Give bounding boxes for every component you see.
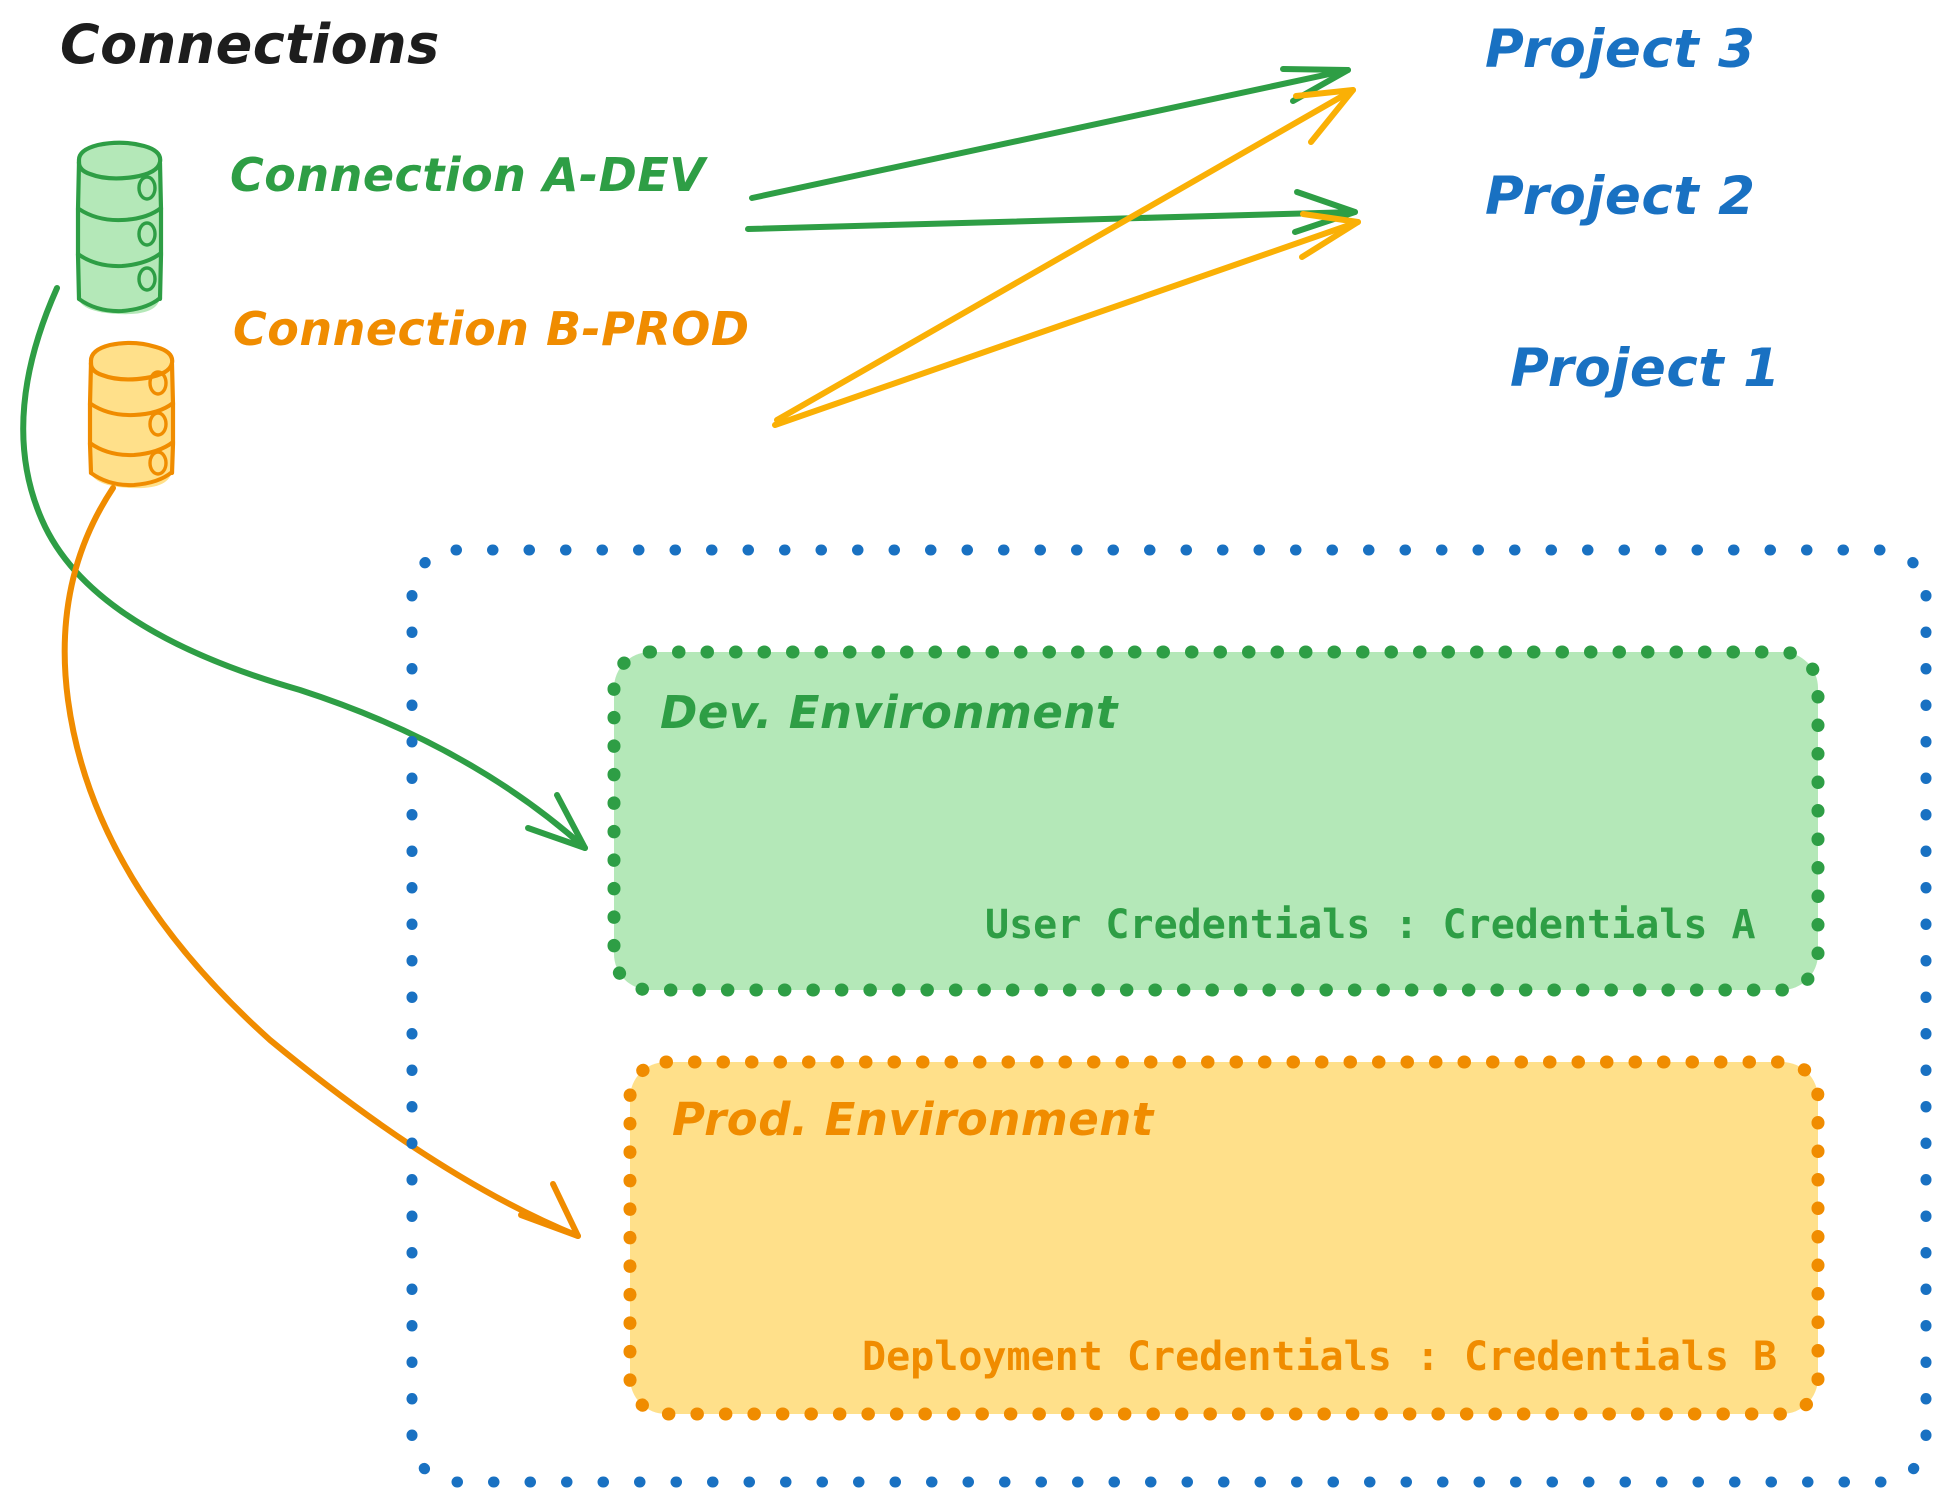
- database-icon-connection-a-dev[interactable]: [75, 140, 164, 315]
- dev-environment-title: Dev. Environment: [660, 686, 1118, 739]
- dev-environment-box[interactable]: [607, 645, 1825, 997]
- project-2-label[interactable]: Project 2: [1485, 166, 1756, 227]
- database-icon-connection-b-prod[interactable]: [87, 340, 176, 489]
- dev-environment-credentials: User Credentials : Credentials A: [985, 902, 1756, 948]
- prod-environment-credentials: Deployment Credentials : Credentials B: [862, 1334, 1778, 1380]
- arrow-conn-b-to-project-3: [774, 87, 1356, 423]
- arrow-conn-a-to-dev-environment: [20, 285, 588, 851]
- arrow-conn-b-to-project-2: [772, 211, 1361, 428]
- prod-environment-title: Prod. Environment: [672, 1093, 1154, 1146]
- project-1-label[interactable]: Project 1: [1510, 338, 1781, 399]
- connection-a-dev-label[interactable]: Connection A-DEV: [230, 148, 706, 202]
- arrow-conn-a-to-project-2: [745, 189, 1358, 235]
- page-title: Connections: [60, 13, 440, 76]
- arrow-conn-a-to-project-3: [749, 66, 1351, 201]
- arrow-conn-b-to-prod-environment: [61, 485, 581, 1239]
- connection-b-prod-label[interactable]: Connection B-PROD: [233, 302, 750, 356]
- project-3-label[interactable]: Project 3: [1485, 19, 1756, 80]
- prod-environment-box[interactable]: [623, 1055, 1825, 1421]
